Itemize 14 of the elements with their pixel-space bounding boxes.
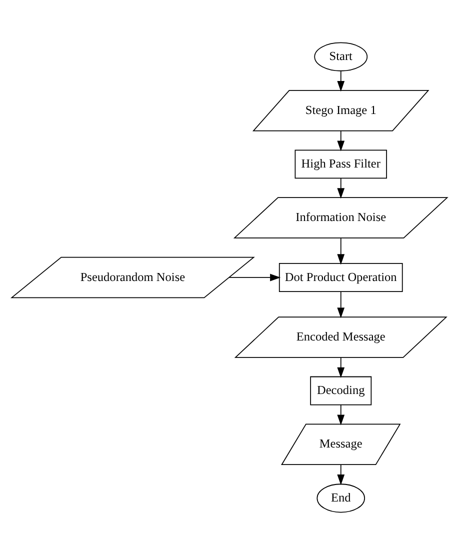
arrow — [337, 130, 345, 151]
arrow — [337, 464, 345, 485]
node-box: High Pass Filter — [294, 149, 387, 178]
arrow — [337, 177, 345, 198]
node-box: Dot Product Operation — [278, 262, 403, 292]
node-ellipse: End — [316, 483, 366, 512]
arrow — [337, 237, 345, 264]
node-box: Decoding — [310, 376, 372, 405]
node-ellipse: Start — [314, 42, 368, 71]
arrow — [228, 273, 281, 281]
arrow — [337, 70, 345, 92]
arrow — [337, 356, 345, 378]
arrow — [337, 404, 345, 425]
arrow — [337, 290, 345, 318]
